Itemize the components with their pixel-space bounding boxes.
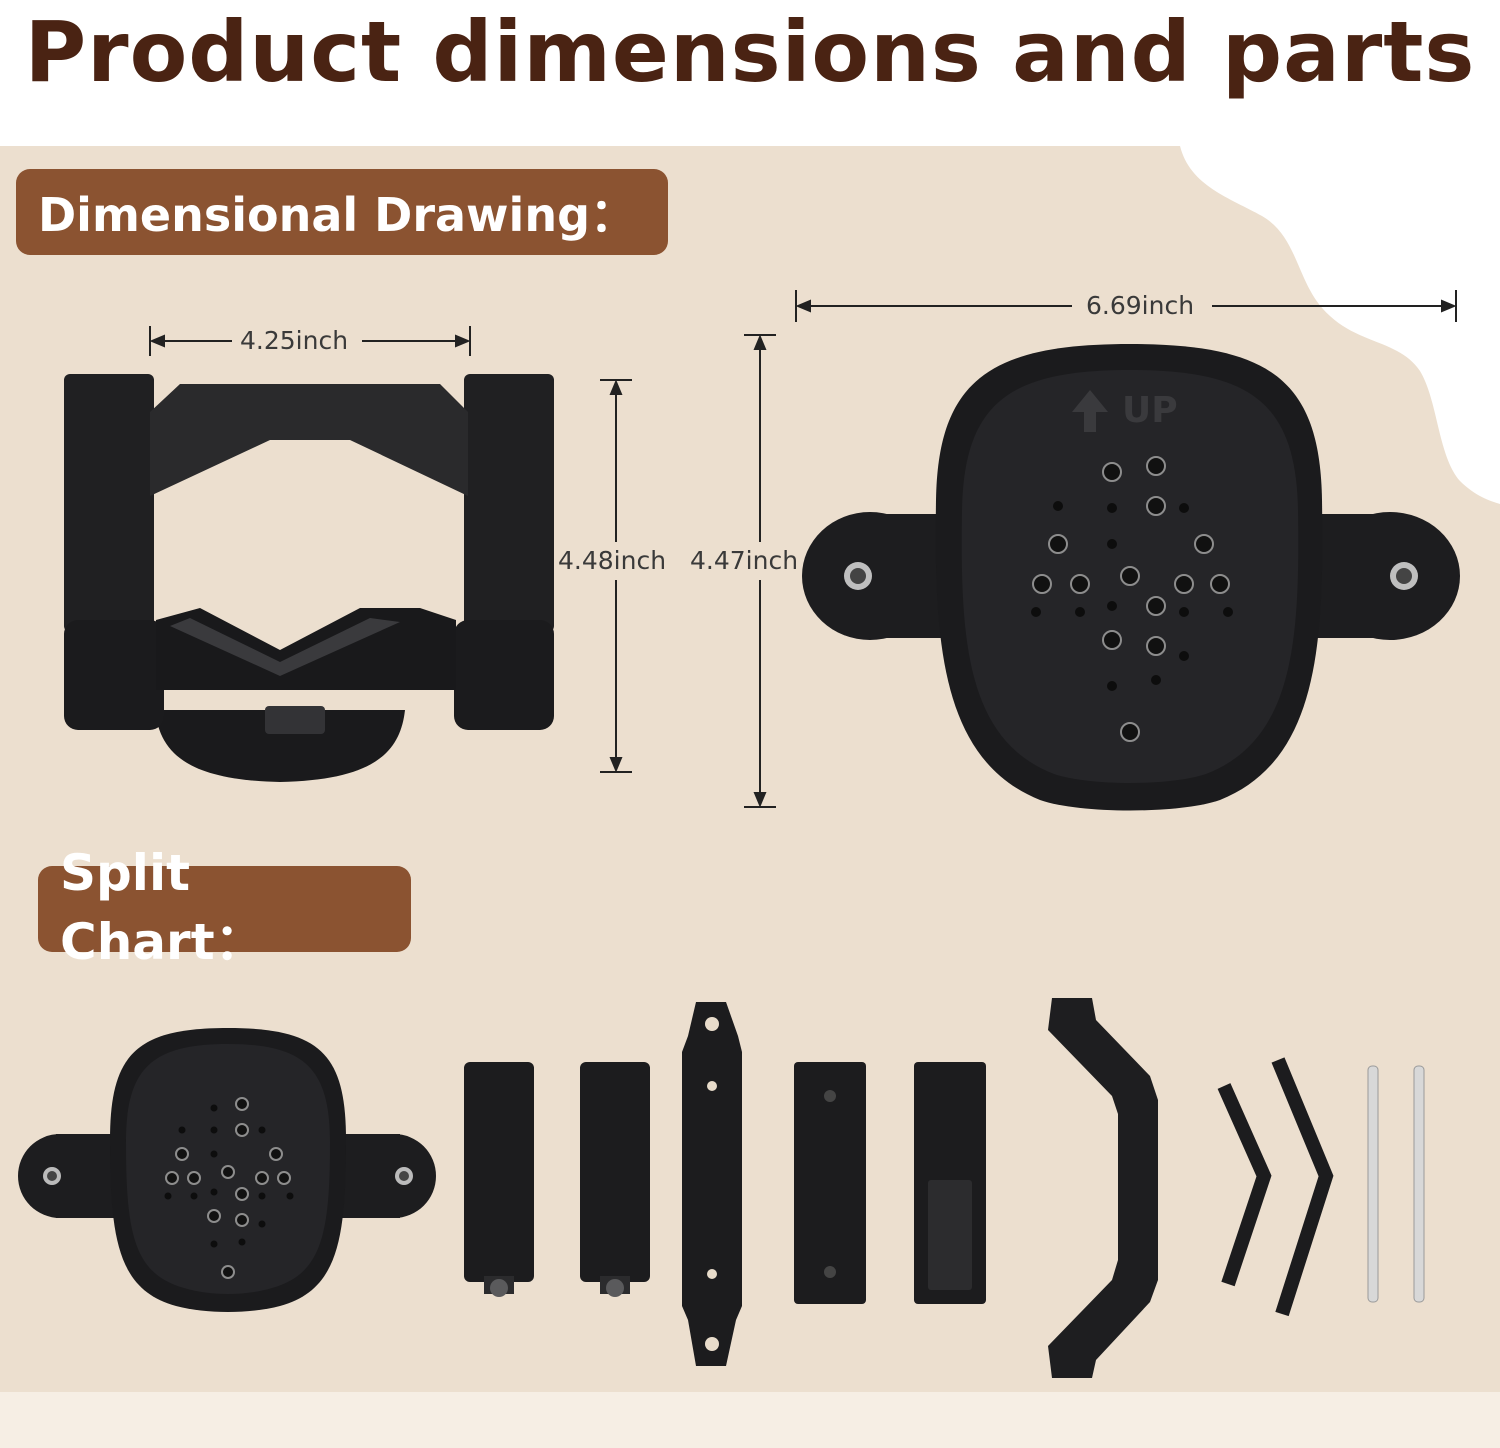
mount-hole xyxy=(165,1171,179,1185)
mount-hole xyxy=(1146,496,1166,516)
mount-hole xyxy=(258,1192,266,1200)
mount-hole xyxy=(1053,501,1063,511)
part-wall-mount xyxy=(18,1028,436,1312)
mount-hole xyxy=(187,1171,201,1185)
mount-width-label: 6.69inch xyxy=(1080,291,1201,321)
mount-hole xyxy=(1102,462,1122,482)
mount-hole xyxy=(1194,534,1214,554)
mount-hole xyxy=(1107,503,1117,513)
part-plate xyxy=(794,1062,866,1304)
mount-hole xyxy=(1031,607,1041,617)
mount-hole xyxy=(210,1188,218,1196)
mount-hole xyxy=(210,1126,218,1134)
bottom-strip xyxy=(0,1392,1500,1448)
part-v-pads xyxy=(1217,1057,1334,1317)
part-post-left xyxy=(464,1062,534,1297)
mount-hole xyxy=(207,1209,221,1223)
mount-hole xyxy=(1120,722,1140,742)
mount-hole xyxy=(269,1147,283,1161)
mount-hole xyxy=(1210,574,1230,594)
up-arrow-icon xyxy=(1072,390,1108,432)
mount-hole xyxy=(1174,574,1194,594)
mount-hole xyxy=(210,1150,218,1158)
mount-hole xyxy=(258,1220,266,1228)
mount-hole xyxy=(1146,636,1166,656)
part-clamp-arm xyxy=(1048,998,1158,1378)
mount-holes xyxy=(1031,456,1233,742)
parts-row xyxy=(18,998,1425,1378)
mount-hole xyxy=(1032,574,1052,594)
mount-hole xyxy=(1179,607,1189,617)
mount-hole xyxy=(164,1192,172,1200)
split-chart-label: Split Chart： xyxy=(38,844,411,971)
part-slider xyxy=(914,1062,986,1304)
dimensional-drawing-text: Dimensional Drawing： xyxy=(38,188,636,242)
mount-hole xyxy=(190,1192,198,1200)
mount-hole xyxy=(210,1240,218,1248)
mount-hole xyxy=(178,1126,186,1134)
part-post-right xyxy=(580,1062,650,1297)
mount-hole xyxy=(1179,651,1189,661)
mount-hole xyxy=(1075,607,1085,617)
mount-hole xyxy=(235,1097,249,1111)
mount-hole xyxy=(255,1171,269,1185)
mount-hole xyxy=(277,1171,291,1185)
dimensional-drawing-label: Dimensional Drawing： xyxy=(16,169,668,255)
mount-hole xyxy=(175,1147,189,1161)
holder-front-view xyxy=(64,374,554,782)
mount-hole xyxy=(210,1104,218,1112)
holder-width-label: 4.25inch xyxy=(234,326,355,356)
part-pins xyxy=(1367,1065,1425,1303)
mount-hole xyxy=(258,1126,266,1134)
mount-hole xyxy=(238,1238,246,1246)
mount-hole xyxy=(1070,574,1090,594)
mount-hole xyxy=(1120,566,1140,586)
mount-hole xyxy=(235,1213,249,1227)
mount-hole xyxy=(1048,534,1068,554)
mount-hole xyxy=(1107,539,1117,549)
mount-hole xyxy=(221,1165,235,1179)
mount-hole xyxy=(235,1123,249,1137)
mount-hole xyxy=(221,1265,235,1279)
up-marking: UP xyxy=(1122,390,1178,431)
mount-hole xyxy=(1151,675,1161,685)
page-title: Product dimensions and parts xyxy=(24,3,1476,101)
split-chart-text: Split Chart： xyxy=(60,844,265,971)
mount-hole xyxy=(235,1187,249,1201)
wall-mount-large: UP xyxy=(802,344,1460,811)
mount-hole xyxy=(1146,456,1166,476)
mount-hole xyxy=(286,1192,294,1200)
mount-hole xyxy=(1107,601,1117,611)
mount-height-label: 4.47inch xyxy=(684,546,805,576)
mount-hole xyxy=(1107,681,1117,691)
mount-hole xyxy=(1102,630,1122,650)
part-strap-bracket xyxy=(682,1002,742,1366)
mount-hole xyxy=(1146,596,1166,616)
mount-hole xyxy=(1223,607,1233,617)
holder-height-label: 4.48inch xyxy=(552,546,673,576)
mount-hole xyxy=(1179,503,1189,513)
